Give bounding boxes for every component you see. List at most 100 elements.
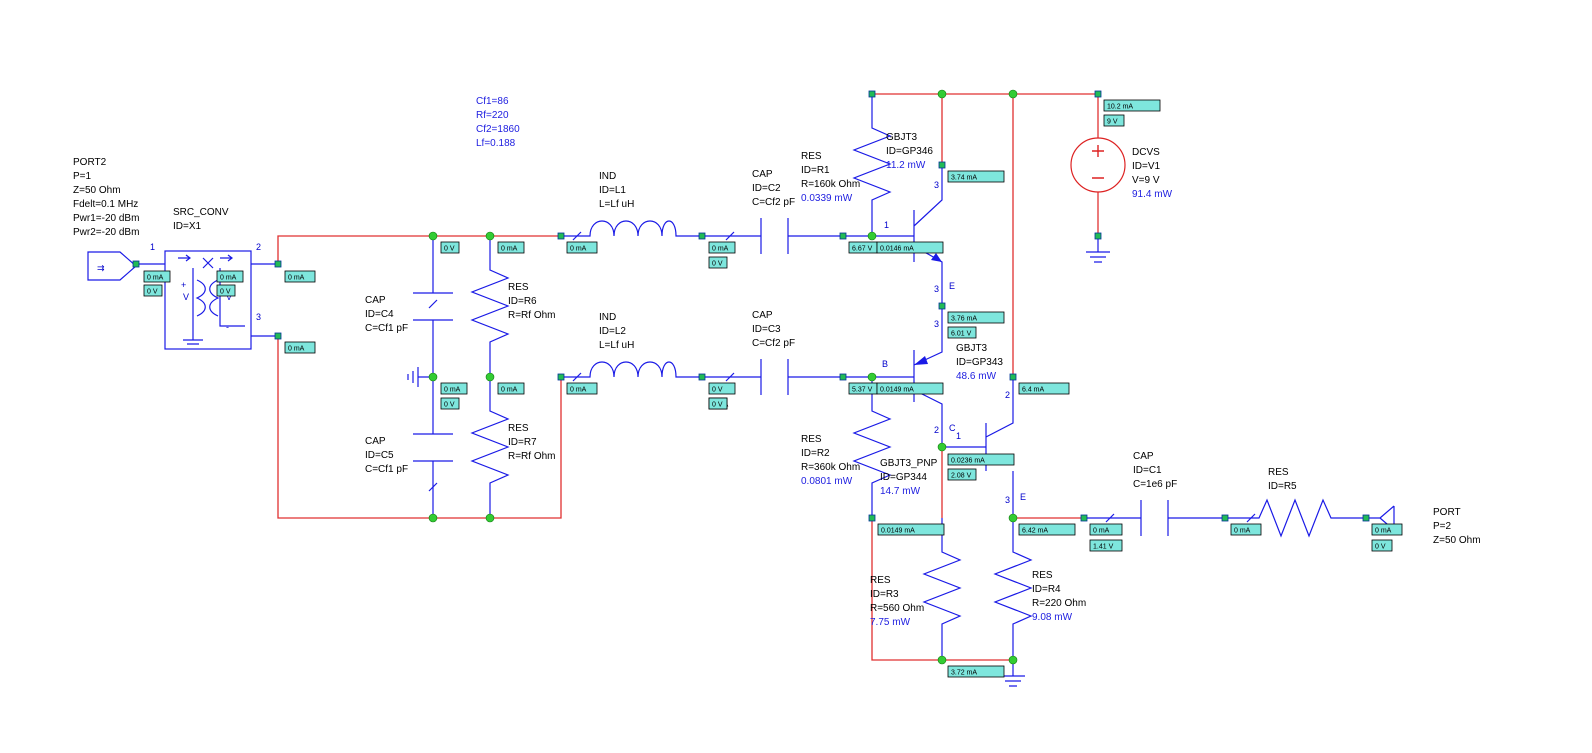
r6-labels: RES ID=R6 R=Rf Ohm (508, 282, 556, 321)
annotation-value: 0 V (712, 402, 723, 409)
annotation-value: 0 mA (501, 387, 518, 394)
r2-id: ID=R2 (801, 448, 830, 459)
l2-value: L=Lf uH (599, 340, 634, 351)
gp344-power: 14.7 mW (880, 486, 921, 497)
annotation-value: 0 mA (444, 387, 461, 394)
c3-labels: CAP ID=C3 C=Cf2 pF (752, 310, 795, 349)
annotation-value: 0 mA (501, 246, 518, 253)
r1-value: R=160k Ohm (801, 179, 860, 190)
capacitor-c3[interactable] (702, 359, 843, 395)
r5-id: ID=R5 (1268, 481, 1297, 492)
resistor-r6[interactable] (470, 236, 510, 377)
annotation-value: 9 V (1107, 119, 1118, 126)
port2-pwr2: Pwr2=-20 dBm (73, 227, 139, 238)
annotation-a33: 0 mA (1089, 523, 1123, 536)
annotation-value: 1.41 V (1093, 544, 1114, 551)
r3-id: ID=R3 (870, 589, 899, 600)
resistor-r3[interactable] (922, 518, 962, 660)
capacitor-c4[interactable] (413, 236, 453, 377)
port2-glyph: ⇉ (97, 263, 105, 273)
annotation-box (947, 453, 1015, 466)
annotation-value: 6.67 V (852, 246, 873, 253)
r7-type: RES (508, 423, 529, 434)
annotation-value: 0 V (712, 261, 723, 268)
annotation-a07: 0 V (440, 241, 460, 254)
v1-labels: DCVS ID=V1 V=9 V 91.4 mW (1132, 147, 1173, 200)
gp344-pin-c: C (949, 423, 956, 433)
eq-cf2: Cf2=1860 (476, 124, 520, 135)
r6-value: R=Rf Ohm (508, 310, 556, 321)
pin-terminal (274, 332, 282, 340)
annotation-value: 0 mA (570, 246, 587, 253)
dc-voltage-source-v1[interactable] (1070, 94, 1126, 236)
r3-value: R=560 Ohm (870, 603, 924, 614)
port2-symbol[interactable]: ⇉ (87, 251, 137, 281)
node-junction (485, 372, 495, 382)
v1-value: V=9 V (1132, 175, 1160, 186)
c1-id: ID=C1 (1133, 465, 1162, 476)
pin-terminal (839, 232, 847, 240)
c3-value: C=Cf2 pF (752, 338, 795, 349)
r4-power: 9.08 mW (1032, 612, 1073, 623)
resistor-r4[interactable] (993, 518, 1033, 660)
transistor-gp343[interactable] (843, 306, 1014, 471)
annotation-box (497, 382, 525, 395)
capacitor-c2[interactable] (702, 218, 843, 254)
node-junction (867, 372, 877, 382)
annotation-value: 0 V (712, 387, 723, 394)
pin-terminal (1094, 232, 1102, 240)
annotation-box (440, 382, 468, 395)
capacitor-c1[interactable] (1084, 500, 1225, 536)
resistor-r1[interactable] (852, 94, 892, 236)
annotation-box (947, 170, 1005, 183)
annotation-a20: 0.0146 mA (876, 241, 944, 254)
transistor-gp346[interactable] (843, 165, 943, 306)
r4-id: ID=R4 (1032, 584, 1061, 595)
resistor-r5[interactable] (1225, 498, 1366, 538)
node-junction (1008, 655, 1018, 665)
c5-labels: CAP ID=C5 C=Cf1 pF (365, 436, 408, 475)
gp343-pin-e: E (949, 281, 955, 291)
gp346-type: GBJT3 (886, 132, 918, 143)
annotation-box (1230, 523, 1262, 536)
pin-terminal (938, 302, 946, 310)
l1-id: ID=L1 (599, 185, 626, 196)
l2-id: ID=L2 (599, 326, 626, 337)
annotation-a29: 0.0236 mA (947, 453, 1015, 466)
node-junction (1008, 89, 1018, 99)
annotation-value: 0 V (444, 246, 455, 253)
c5-type: CAP (365, 436, 386, 447)
c2-id: ID=C2 (752, 183, 781, 194)
resistor-r2[interactable] (852, 377, 892, 518)
capacitor-c5[interactable] (413, 377, 453, 518)
inductor-l1[interactable] (561, 220, 702, 241)
gp346-labels: GBJT3 ID=GP346 11.2 mW (886, 132, 933, 171)
annotation-box (947, 311, 1005, 324)
gp343-pin3b: 3 (934, 319, 939, 329)
pin-terminal (557, 232, 565, 240)
annotation-a28: 6.4 mA (1018, 382, 1070, 395)
annotation-value: 5.37 V (852, 387, 873, 394)
annotation-box (216, 284, 236, 297)
port2-fdelt: Fdelt=0.1 MHz (73, 199, 138, 210)
resistor-r7[interactable] (470, 377, 510, 518)
l1-labels: IND ID=L1 L=Lf uH (599, 171, 634, 210)
annotation-a11: 0 V (708, 256, 728, 269)
equation-block: Cf1=86 Rf=220 Cf2=1860 Lf=0.188 (476, 96, 520, 149)
x1-minus: - (226, 322, 229, 332)
gp343-pin3a: 3 (934, 284, 939, 294)
inductor-l2[interactable] (561, 361, 702, 382)
annotation-value: 2.08 V (951, 473, 972, 480)
annotation-box (284, 270, 316, 283)
annotation-a16: 0 V (708, 382, 736, 395)
x1-v-left: V (183, 292, 189, 302)
port-p2-p: P=2 (1433, 521, 1452, 532)
annotation-a15: 0 mA (566, 382, 598, 395)
node-junction (1008, 513, 1018, 523)
node-junction (937, 89, 947, 99)
src-conv-x1[interactable] (136, 250, 278, 350)
annotation-value: 0 mA (1093, 528, 1110, 535)
annotation-value: 6.4 mA (1022, 387, 1045, 394)
c5-value: C=Cf1 pF (365, 464, 408, 475)
